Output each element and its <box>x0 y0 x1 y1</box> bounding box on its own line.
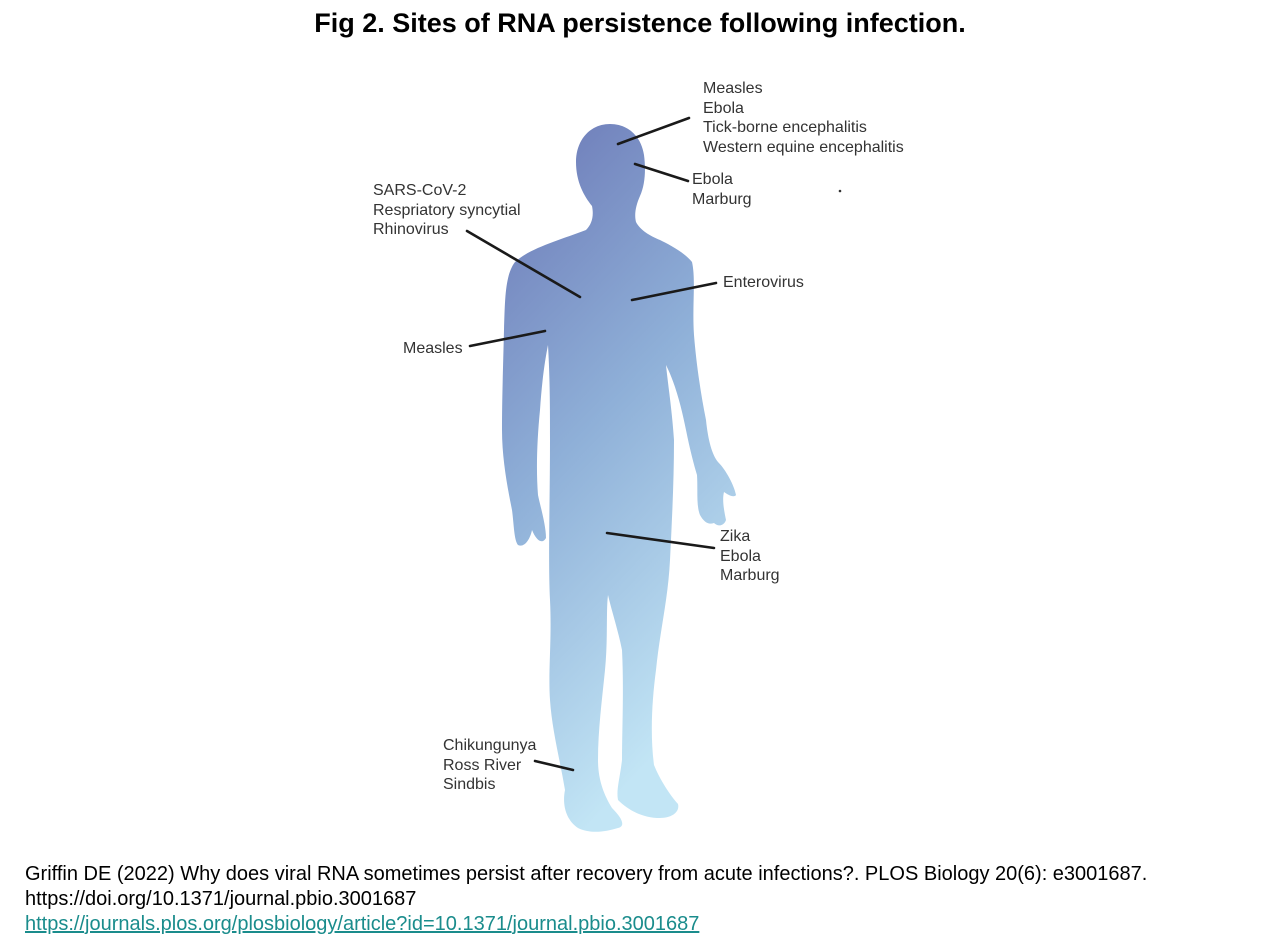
label-line: Rhinovirus <box>373 221 449 238</box>
figure-caption: Griffin DE (2022) Why does viral RNA som… <box>25 862 1147 937</box>
label-joints: Chikungunya Ross River Sindbis <box>443 736 536 795</box>
leader-line-reproductive <box>605 531 716 550</box>
label-eye: Ebola Marburg <box>692 170 752 209</box>
label-line: Marburg <box>692 190 752 208</box>
human-body-diagram <box>465 116 842 832</box>
human-silhouette <box>502 124 736 832</box>
label-line: Sindbis <box>443 776 496 793</box>
label-lymph: Measles <box>403 339 463 359</box>
leader-line-respiratory <box>465 229 582 299</box>
doi-text: https://doi.org/10.1371/journal.pbio.300… <box>25 888 417 910</box>
label-line: Respriatory syncytial <box>373 201 521 219</box>
label-respiratory: SARS-CoV-2 Respriatory syncytial Rhinovi… <box>373 181 521 240</box>
leader-lines <box>465 116 718 772</box>
figure-title: Fig 2. Sites of RNA persistence followin… <box>314 8 966 38</box>
article-link[interactable]: https://journals.plos.org/plosbiology/ar… <box>25 913 700 935</box>
label-line: Ebola <box>692 171 733 188</box>
label-line: Enterovirus <box>723 274 804 291</box>
label-line: Ross River <box>443 756 522 774</box>
label-line: Measles <box>703 80 763 97</box>
label-brain: Measles Ebola Tick-borne encephalitis We… <box>703 79 904 157</box>
leader-line-eye <box>633 162 690 183</box>
label-line: Chikungunya <box>443 737 537 754</box>
label-line: Ebola <box>720 547 761 565</box>
label-heart: Enterovirus <box>723 273 804 293</box>
label-line: Western equine encephalitis <box>703 138 904 156</box>
label-line: Zika <box>720 528 751 545</box>
stray-dot <box>838 189 842 193</box>
label-line: Tick-borne encephalitis <box>703 119 867 136</box>
label-line: SARS-CoV-2 <box>373 182 467 199</box>
leader-line-lymph <box>468 329 547 348</box>
label-reproductive: Zika Ebola Marburg <box>720 527 780 586</box>
leader-line-heart <box>630 281 718 302</box>
leader-line-joints <box>533 759 575 772</box>
label-line: Measles <box>403 340 463 357</box>
label-line: Marburg <box>720 567 780 584</box>
leader-line-brain <box>616 116 691 146</box>
label-line: Ebola <box>703 99 744 117</box>
citation-text: Griffin DE (2022) Why does viral RNA som… <box>25 863 1148 885</box>
